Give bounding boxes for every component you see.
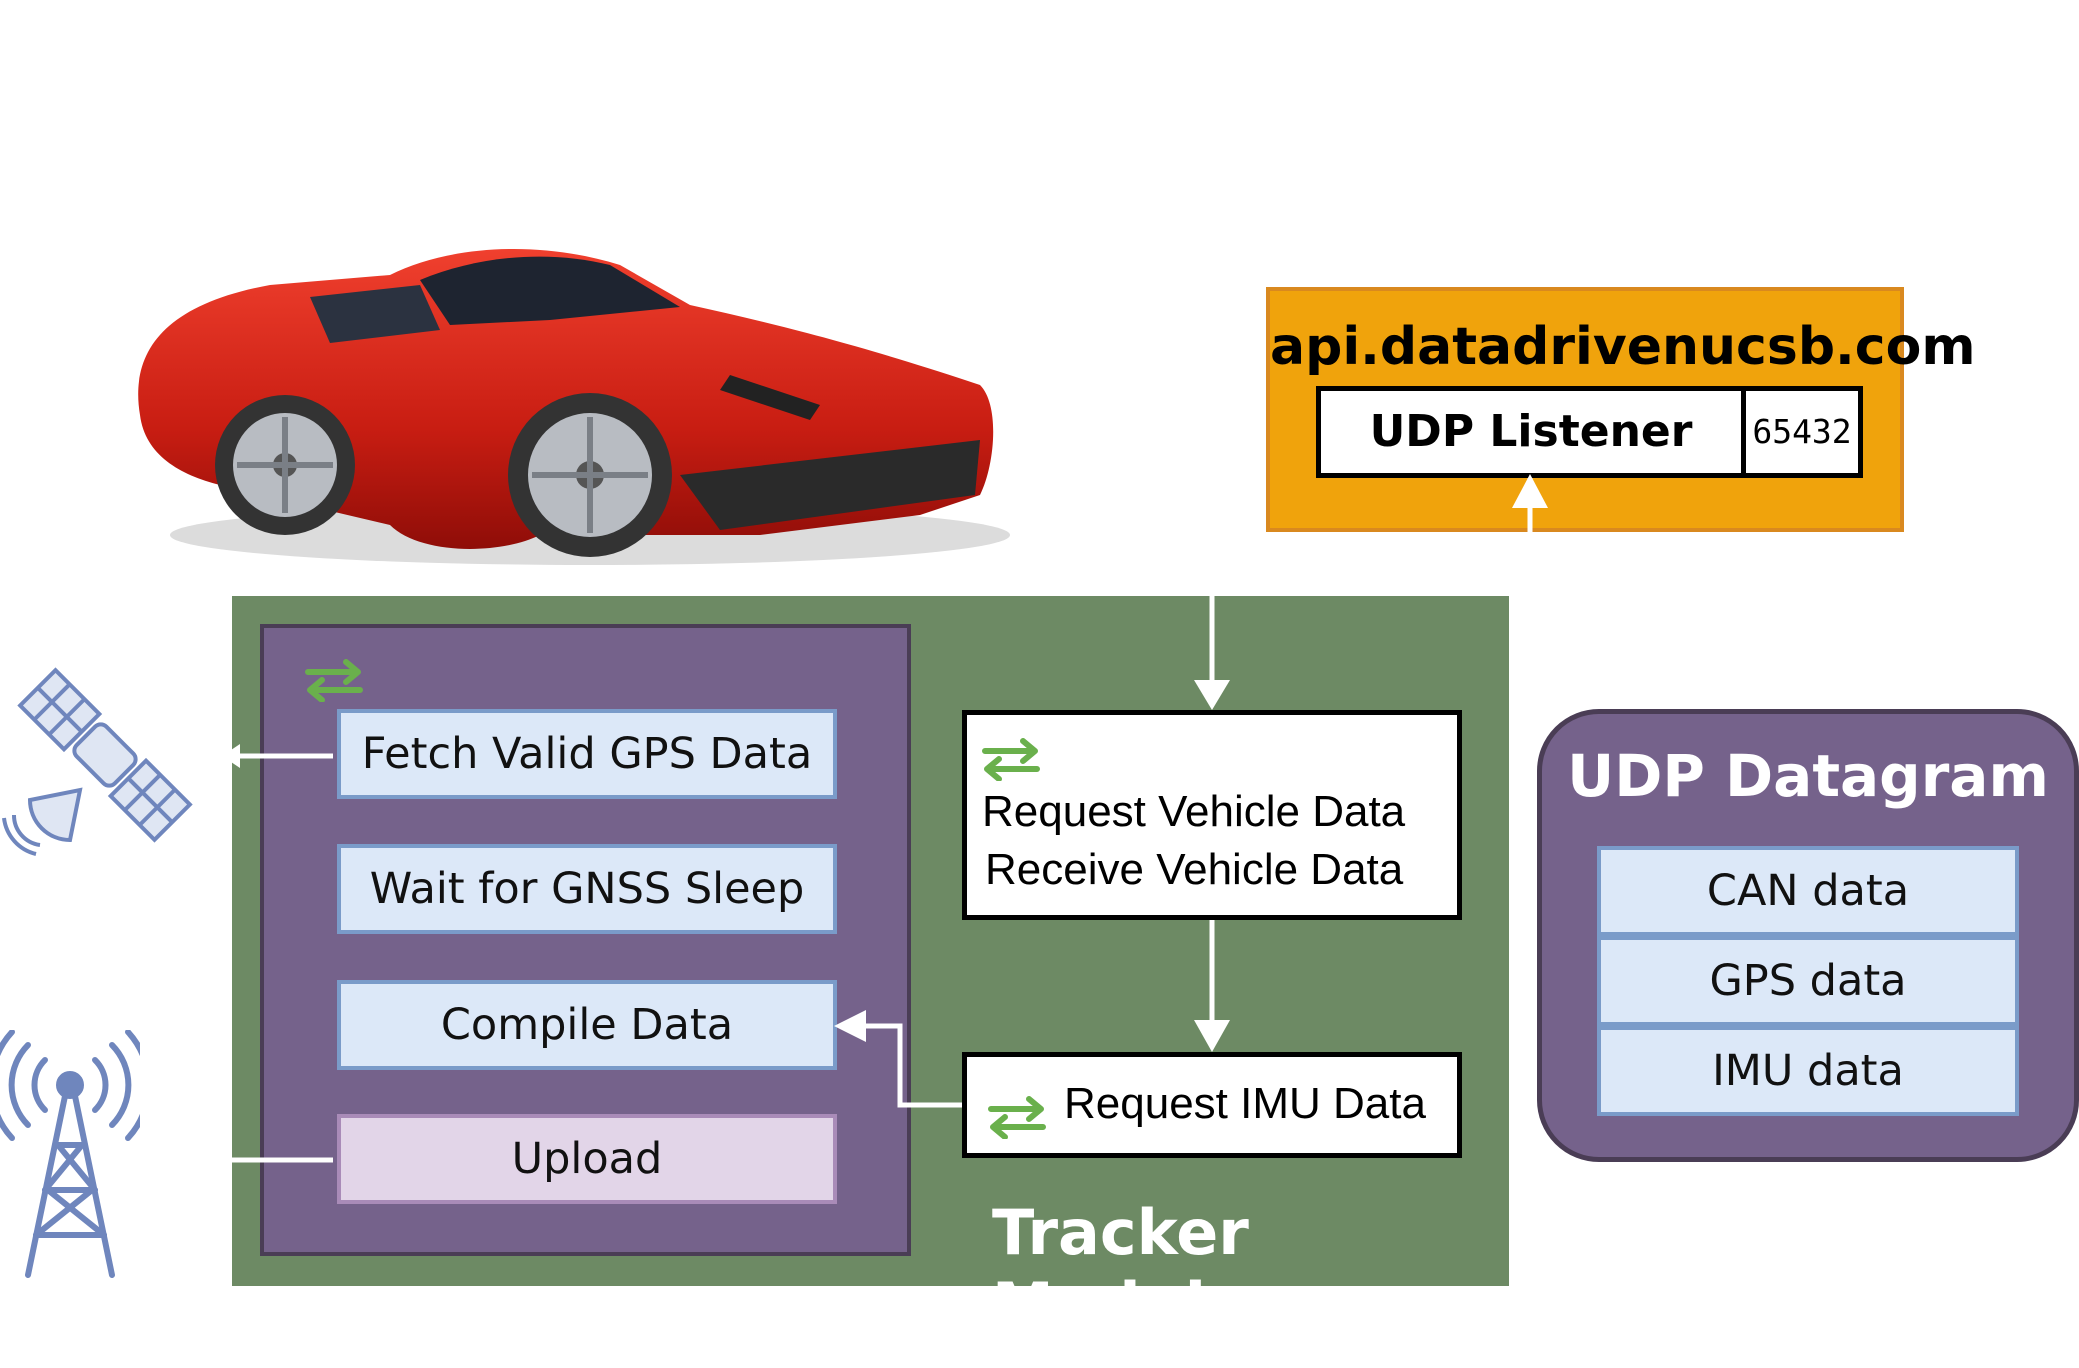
arrow-into-listener (1512, 474, 1548, 508)
loop-arrows-icon (305, 659, 363, 702)
imu-to-compile-line (855, 1023, 962, 1108)
tracker-module: Fetch Valid GPS Data Wait for GNSS Sleep… (232, 596, 1509, 1342)
request-vehicle-data-label: Request Vehicle Data (982, 787, 1406, 836)
compile-data-step: Compile Data (337, 980, 837, 1070)
receive-vehicle-data-label: Receive Vehicle Data (985, 845, 1404, 894)
loop-arrows-icon (988, 1096, 1046, 1139)
udp-listener-port: 65432 (1741, 391, 1858, 473)
cell-tower-icon (0, 1030, 140, 1278)
loop-arrows-icon (982, 738, 1040, 781)
server-hostname: api.datadrivenucsb.com (1270, 317, 1976, 377)
tracker-module-label: Tracker Module (992, 1196, 1249, 1342)
main-loop-box: Fetch Valid GPS Data Wait for GNSS Sleep… (260, 624, 911, 1256)
arrow-into-vehicle-box (1194, 680, 1230, 710)
arrow-into-compile (834, 1010, 866, 1042)
udp-listener-label: UDP Listener (1369, 406, 1693, 457)
arrow-into-imu-box (1194, 1020, 1230, 1052)
udp-datagram-box: UDP Datagram CAN data GPS data IMU data (1537, 709, 2079, 1162)
can-data-item: CAN data (1597, 846, 2019, 936)
car-image (138, 248, 1010, 565)
wait-gnss-step: Wait for GNSS Sleep (337, 844, 837, 934)
udp-datagram-title: UDP Datagram (1567, 742, 2049, 810)
gps-data-item: GPS data (1597, 936, 2019, 1026)
server-box: api.datadrivenucsb.com UDP Listener 6543… (1266, 287, 1976, 532)
arrow-toward-satellite (222, 744, 240, 768)
imu-data-box: Request IMU Data (962, 1052, 1462, 1158)
satellite-icon (2, 667, 193, 856)
vehicle-data-box: Request Vehicle Data Receive Vehicle Dat… (962, 710, 1462, 920)
upload-step: Upload (337, 1114, 837, 1204)
request-imu-data-label: Request IMU Data (1064, 1079, 1426, 1128)
fetch-gps-step: Fetch Valid GPS Data (337, 709, 837, 799)
imu-data-item: IMU data (1597, 1026, 2019, 1116)
udp-listener-box: UDP Listener 65432 (1316, 386, 1863, 478)
